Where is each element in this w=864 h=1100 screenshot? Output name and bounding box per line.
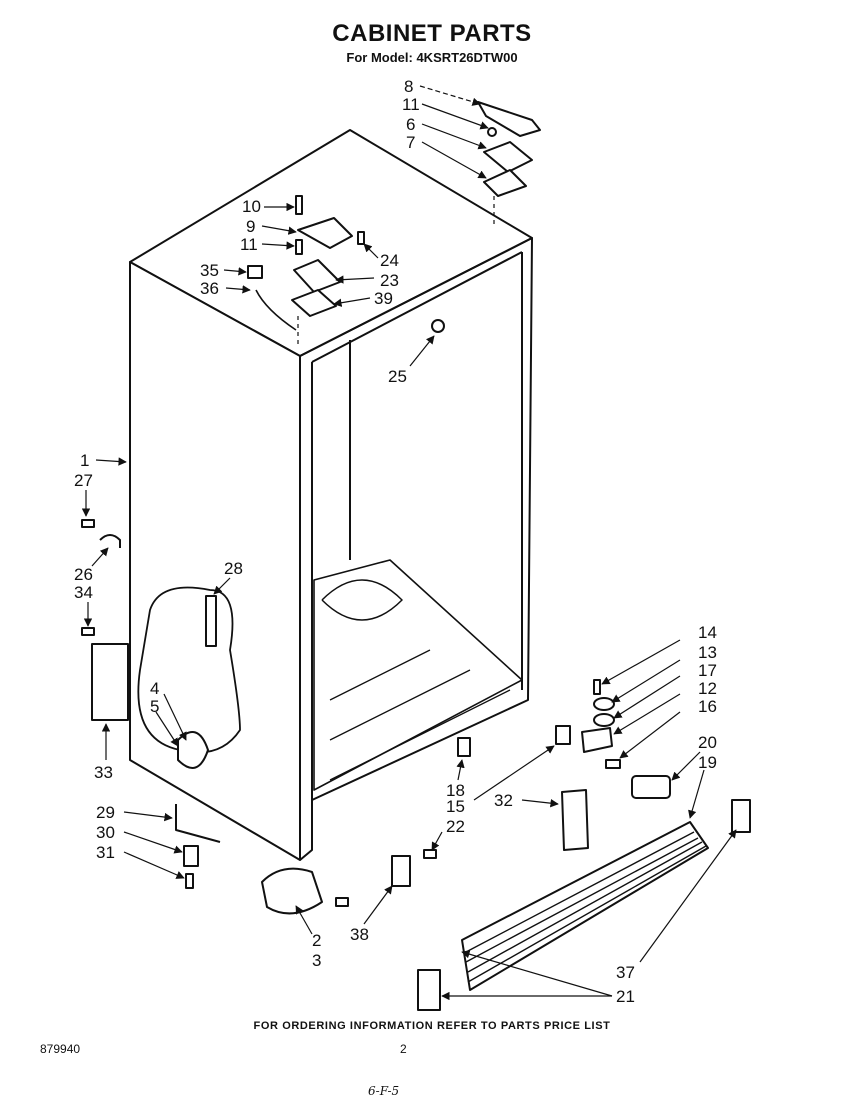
callout-1: 1 (80, 451, 89, 470)
callout-28: 28 (224, 559, 243, 578)
callout-14: 14 (698, 623, 717, 642)
model-subtitle: For Model: 4KSRT26DTW00 (346, 50, 518, 65)
callout-35: 35 (200, 261, 219, 280)
callout-21: 21 (616, 987, 635, 1006)
grommet (431, 319, 445, 333)
screw-31 (185, 873, 194, 889)
callout-11: 11 (402, 95, 420, 114)
drain-pan-33 (91, 643, 129, 721)
callout-6: 6 (406, 115, 415, 134)
callout-29: 29 (96, 803, 115, 822)
callout-22: 22 (446, 817, 465, 836)
callout-36: 36 (200, 279, 219, 298)
callout-34: 34 (74, 583, 93, 602)
callout-11: 11 (240, 235, 258, 254)
hinge-bracket-16 (581, 727, 613, 753)
ordering-note: FOR ORDERING INFORMATION REFER TO PARTS … (253, 1020, 611, 1032)
callout-38: 38 (350, 925, 369, 944)
callout-12: 12 (698, 679, 717, 698)
callout-19: 19 (698, 753, 717, 772)
screw-27 (81, 519, 95, 528)
callout-9: 9 (246, 217, 255, 236)
cutaway-28 (137, 586, 241, 754)
callout-13: 13 (698, 643, 717, 662)
callout-37: 37 (616, 963, 635, 982)
cabinet-interior-floor (313, 559, 523, 791)
toe-grille-19 (461, 821, 709, 991)
grille-end-cap-right (731, 799, 751, 833)
wire-harness (255, 289, 297, 331)
callout-15: 15 (446, 797, 465, 816)
page-number: 2 (400, 1042, 407, 1056)
callout-25: 25 (388, 367, 407, 386)
handwritten-note: 6-F-5 (368, 1084, 400, 1098)
callout-5: 5 (150, 697, 159, 716)
top-hinge-shim-right (483, 169, 527, 197)
callout-18: 18 (446, 781, 465, 800)
callout-20: 20 (698, 733, 717, 752)
clamp-30 (183, 845, 199, 867)
screw-34 (81, 627, 95, 636)
clip-26 (99, 534, 121, 548)
callout-3: 3 (312, 951, 321, 970)
callout-23: 23 (380, 271, 399, 290)
callout-10: 10 (242, 197, 261, 216)
shim-15 (555, 725, 571, 745)
callout-7: 7 (406, 133, 415, 152)
callout-24: 24 (380, 251, 399, 270)
top-hinge-cover-left (297, 217, 353, 249)
bottom-hinge-2 (261, 867, 323, 915)
grille-end-cap-left (417, 969, 441, 1011)
callout-32: 32 (494, 791, 513, 810)
water-tube-29 (175, 804, 221, 843)
callout-33: 33 (94, 763, 113, 782)
bracket-38 (391, 855, 411, 887)
callout-2: 2 (312, 931, 321, 950)
toe-grille-clip-32 (561, 789, 589, 851)
top-hinge-cover-right (477, 101, 541, 137)
callout-26: 26 (74, 565, 93, 584)
page-title: CABINET PARTS (332, 20, 532, 47)
document-number: 879940 (40, 1042, 81, 1056)
callout-31: 31 (96, 843, 115, 862)
top-hinge-plate-right (483, 141, 533, 173)
cabinet-front-frame (299, 237, 533, 801)
callout-17: 17 (698, 661, 717, 680)
leveling-leg-20 (631, 775, 671, 799)
callout-8: 8 (404, 77, 413, 96)
connector-plug (247, 265, 263, 279)
callout-4: 4 (150, 679, 159, 698)
callout-39: 39 (374, 289, 393, 308)
callout-30: 30 (96, 823, 115, 842)
callout-27: 27 (74, 471, 93, 490)
callout-16: 16 (698, 697, 717, 716)
shim-18 (457, 737, 471, 757)
cabinet-side-panel (129, 261, 301, 861)
